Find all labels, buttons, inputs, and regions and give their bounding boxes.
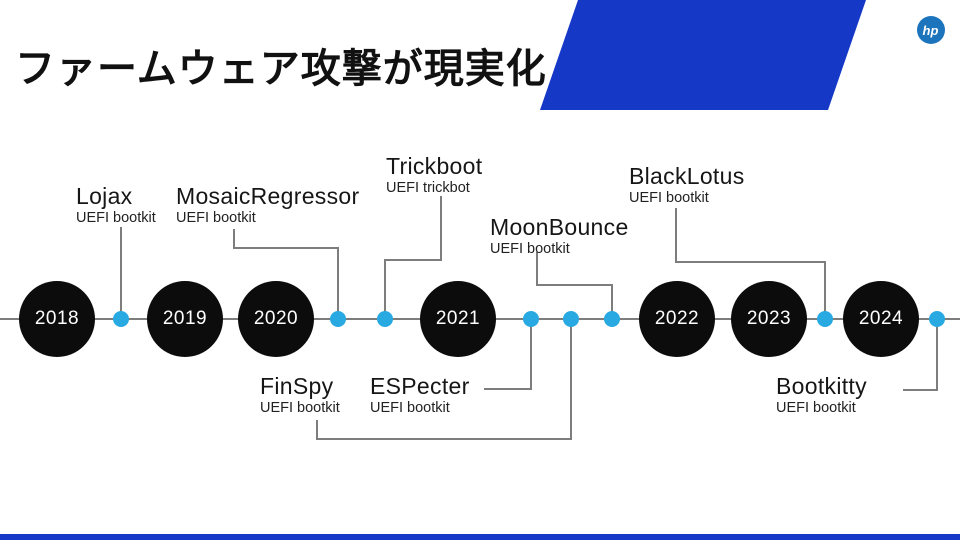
event-name: BlackLotus — [629, 163, 745, 189]
event-name: ESPecter — [370, 373, 470, 399]
connector-moonbounce — [536, 252, 538, 286]
event-label-blacklotus: BlackLotus UEFI bootkit — [629, 163, 745, 208]
event-label-bootkitty: Bootkitty UEFI bootkit — [776, 373, 867, 418]
page-title: ファームウェア攻撃が現実化 — [15, 47, 547, 91]
timeline-dot-bootkitty — [929, 311, 945, 327]
timeline-dot-especter — [523, 311, 539, 327]
connector-trickboot — [384, 259, 442, 261]
bottom-accent-bar — [0, 534, 960, 540]
accent-parallelogram — [540, 0, 866, 110]
connector-mosaicregressor — [233, 247, 339, 249]
event-type: UEFI bootkit — [260, 400, 340, 417]
timeline-dot-finspy — [563, 311, 579, 327]
event-label-trickboot: Trickboot UEFI trickbot — [386, 153, 482, 198]
connector-especter — [530, 319, 532, 390]
event-type: UEFI bootkit — [629, 190, 709, 207]
event-label-mosaicregressor: MosaicRegressor UEFI bootkit — [176, 183, 359, 228]
event-name: Lojax — [76, 183, 133, 209]
connector-moonbounce — [611, 284, 613, 319]
year-circle-2024: 2024 — [843, 281, 919, 357]
year-circle-2021: 2021 — [420, 281, 496, 357]
timeline-dot-mosaicregressor — [330, 311, 346, 327]
connector-blacklotus — [824, 261, 826, 319]
connector-mosaicregressor — [233, 229, 235, 249]
year-circle-2020: 2020 — [238, 281, 314, 357]
connector-finspy — [570, 319, 572, 440]
connector-finspy — [316, 420, 318, 440]
event-type: UEFI trickbot — [386, 180, 470, 197]
year-circle-2023: 2023 — [731, 281, 807, 357]
connector-mosaicregressor — [337, 247, 339, 319]
connector-trickboot — [384, 259, 386, 319]
event-type: UEFI bootkit — [76, 210, 156, 227]
event-label-finspy: FinSpy UEFI bootkit — [260, 373, 340, 418]
hp-logo-icon: hp — [917, 16, 945, 44]
event-name: FinSpy — [260, 373, 334, 399]
event-name: MosaicRegressor — [176, 183, 360, 209]
connector-blacklotus — [675, 261, 826, 263]
connector-trickboot — [440, 196, 442, 261]
event-name: MoonBounce — [490, 214, 629, 240]
connector-finspy — [316, 438, 572, 440]
timeline-dot-lojax — [113, 311, 129, 327]
connector-moonbounce — [536, 284, 613, 286]
event-type: UEFI bootkit — [176, 210, 256, 227]
year-circle-2018: 2018 — [19, 281, 95, 357]
year-circle-2019: 2019 — [147, 281, 223, 357]
event-type: UEFI bootkit — [776, 400, 856, 417]
event-label-especter: ESPecter UEFI bootkit — [370, 373, 470, 418]
year-circle-2022: 2022 — [639, 281, 715, 357]
connector-blacklotus — [675, 208, 677, 263]
connector-lojax — [120, 227, 122, 319]
event-label-moonbounce: MoonBounce UEFI bootkit — [490, 214, 629, 259]
connector-especter — [484, 388, 532, 390]
event-type: UEFI bootkit — [490, 241, 570, 258]
event-type: UEFI bootkit — [370, 400, 450, 417]
timeline-dot-trickboot — [377, 311, 393, 327]
timeline-dot-blacklotus — [817, 311, 833, 327]
event-name: Trickboot — [386, 153, 483, 179]
event-label-lojax: Lojax UEFI bootkit — [76, 183, 156, 228]
connector-bootkitty — [936, 319, 938, 391]
timeline-dot-moonbounce — [604, 311, 620, 327]
event-name: Bootkitty — [776, 373, 867, 399]
connector-bootkitty — [903, 389, 938, 391]
